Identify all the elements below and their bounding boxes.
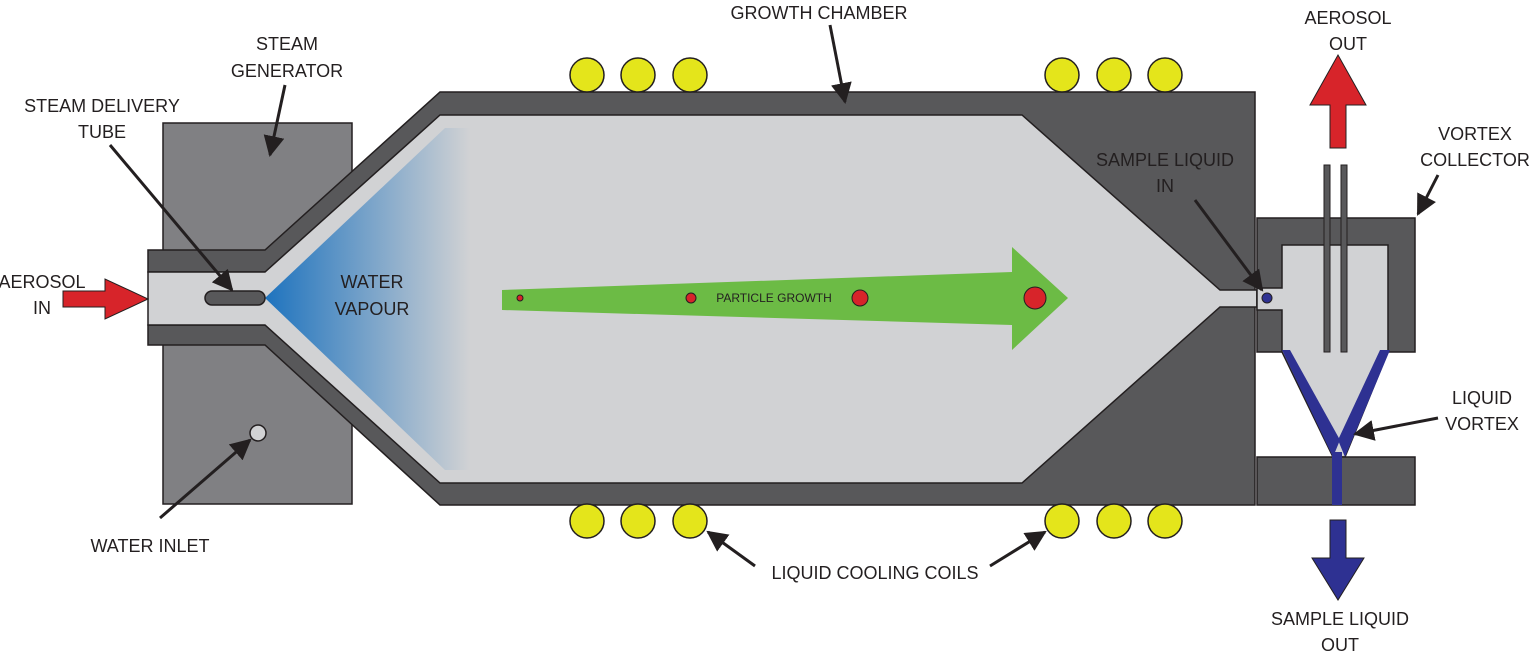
leader-coils-left <box>706 530 756 568</box>
aerosol-in-label: IN <box>33 298 51 318</box>
leader-vortex-collector <box>1416 174 1440 216</box>
aerosol-in-label: AEROSOL <box>0 272 86 292</box>
steam-delivery-tube <box>204 290 266 306</box>
aerosol-out-tube-left <box>1323 164 1331 353</box>
steam-generator-label: GENERATOR <box>231 61 343 81</box>
liquid-vortex-label: VORTEX <box>1445 414 1519 434</box>
water-vapour-plume <box>265 128 470 470</box>
vortex-collector-label: COLLECTOR <box>1420 150 1530 170</box>
coil <box>1096 503 1132 539</box>
leader-steam-generator <box>263 84 287 158</box>
sample-liquid-in-label: SAMPLE LIQUID <box>1096 150 1234 170</box>
steam-delivery-tube-label: TUBE <box>78 122 126 142</box>
coil <box>620 57 656 93</box>
particle <box>1023 286 1047 310</box>
leader-water-inlet <box>159 438 252 520</box>
growth-chamber-label: GROWTH CHAMBER <box>731 3 908 23</box>
water-inlet-port <box>249 424 267 442</box>
leader-coils-right <box>989 530 1047 568</box>
water-vapour-label: VAPOUR <box>335 299 410 319</box>
coil <box>569 503 605 539</box>
coil <box>569 57 605 93</box>
particle-growth-label: PARTICLE GROWTH <box>716 291 832 305</box>
aerosol-out-arrow <box>1309 53 1367 149</box>
leader-growth-chamber <box>828 24 852 105</box>
coil <box>1044 57 1080 93</box>
sample-liquid-droplet <box>1261 292 1273 304</box>
liquid-vortex-right <box>1338 350 1390 457</box>
aerosol-out-label: OUT <box>1329 34 1367 54</box>
sample-liquid-out-label: SAMPLE LIQUID <box>1271 609 1409 629</box>
aerosol-out-label: AEROSOL <box>1304 8 1391 28</box>
steam-generator-label: STEAM <box>256 34 318 54</box>
coil <box>1147 503 1183 539</box>
particle <box>851 289 869 307</box>
water-inlet-label: WATER INLET <box>90 536 209 556</box>
liquid-cooling-coils-label: LIQUID COOLING COILS <box>771 563 978 583</box>
aerosol-out-tube-right <box>1340 164 1348 353</box>
leader-sample-liquid-in <box>1193 199 1264 292</box>
sample-liquid-out-arrow <box>1311 519 1365 601</box>
aerosol-in-arrow <box>62 278 150 320</box>
sample-liquid-in-label: IN <box>1156 176 1174 196</box>
liquid-vortex-label: LIQUID <box>1452 388 1512 408</box>
leader-liquid-vortex <box>1352 416 1439 441</box>
vortex-collector-label: VORTEX <box>1438 124 1512 144</box>
leader-steam-delivery-tube <box>108 144 234 292</box>
liquid-outlet-channel <box>1332 452 1342 505</box>
water-vapour-label: WATER <box>341 272 404 292</box>
sample-liquid-out-label: OUT <box>1321 635 1359 655</box>
cooling-coils <box>569 57 1183 539</box>
particle <box>516 294 524 302</box>
coil <box>620 503 656 539</box>
coil <box>1147 57 1183 93</box>
particle-growth-arrow <box>502 247 1068 350</box>
coil <box>672 57 708 93</box>
liquid-vortex-left <box>1282 350 1340 457</box>
particle <box>685 292 697 304</box>
coil <box>1044 503 1080 539</box>
coil <box>672 503 708 539</box>
steam-delivery-tube-label: STEAM DELIVERY <box>24 96 180 116</box>
coil <box>1096 57 1132 93</box>
